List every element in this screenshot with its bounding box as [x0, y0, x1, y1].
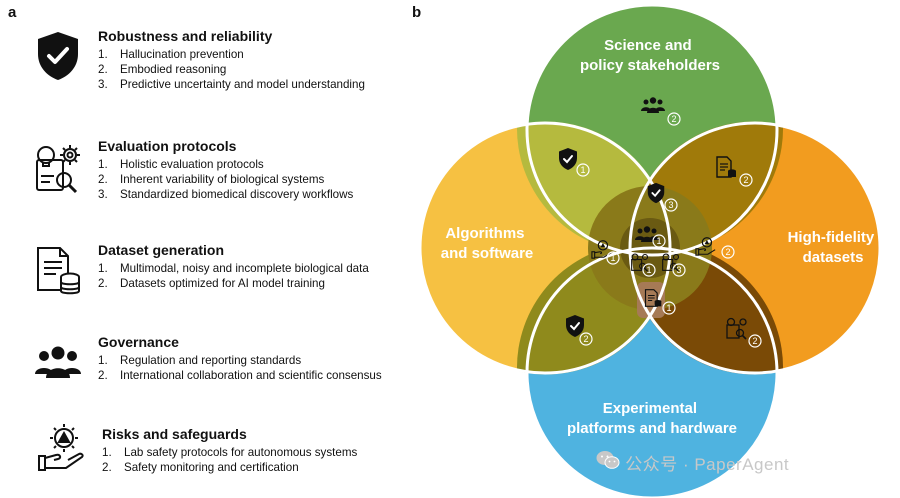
panel-label-b: b — [412, 4, 422, 21]
label-algorithms-line2: and software — [441, 245, 534, 262]
badge-policy-datasets: 2 — [716, 156, 753, 187]
section-title: Governance — [98, 334, 179, 350]
svg-text:Algorithms and software: Algorithms and software — [441, 225, 534, 262]
svg-text:1: 1 — [580, 165, 585, 175]
label-datasets-line1: High-fidelity — [788, 229, 875, 246]
section-title: Evaluation protocols — [98, 138, 237, 154]
svg-text:3: 3 — [676, 265, 681, 275]
venn-diagram: Science and policy stakeholders Algorith… — [418, 3, 882, 498]
svg-text:2: 2 — [752, 336, 757, 346]
wechat-icon — [596, 450, 620, 475]
section-title: Dataset generation — [98, 242, 225, 258]
svg-text:High-fidelity datasets: High-fidelity datasets — [788, 229, 879, 266]
list-item: 1.Lab safety protocols for autonomous sy… — [102, 446, 358, 459]
watermark-text: 公众号 · PaperAgent — [625, 455, 790, 474]
svg-text:1: 1 — [610, 253, 615, 263]
badge-policy-algorithms: 1 — [558, 147, 590, 177]
dataset-icon — [32, 244, 84, 296]
list-item: 1.Holistic evaluation protocols — [98, 158, 264, 171]
svg-text:1: 1 — [666, 303, 671, 313]
badge-center-low: 1 — [631, 253, 656, 277]
section-title: Risks and safeguards — [102, 426, 247, 442]
svg-text:2: 2 — [671, 114, 676, 124]
label-policy-line1: Science and — [604, 37, 692, 54]
svg-text:3: 3 — [668, 200, 673, 210]
list-item: 1.Hallucination prevention — [98, 48, 244, 61]
list-item: 3.Standardized biomedical discovery work… — [98, 188, 354, 201]
svg-text:2: 2 — [583, 334, 588, 344]
badge-right-mid: 2 — [695, 237, 735, 259]
people-group-icon — [32, 338, 84, 390]
badge-bottom-center: 1 — [644, 289, 676, 315]
svg-text:Experimental platforms and: Experimental platforms and hardware — [567, 400, 737, 437]
badge-center: 1 — [635, 226, 666, 248]
badge-center-right: 3 — [662, 253, 686, 277]
list-item: 1.Regulation and reporting standards — [98, 354, 302, 367]
section-title: Robustness and reliability — [98, 28, 273, 44]
svg-text:1: 1 — [656, 236, 661, 246]
badge-triple-top: 3 — [646, 182, 678, 212]
svg-text:1: 1 — [646, 265, 651, 275]
svg-text:2: 2 — [743, 175, 748, 185]
label-experimental-line1: Experimental — [603, 400, 697, 417]
shield-check-icon — [32, 30, 84, 82]
badge-policy: 2 — [641, 97, 681, 126]
label-datasets-line2: datasets — [803, 249, 864, 266]
label-policy-line2: policy stakeholders — [580, 57, 720, 74]
badge-datasets-experimental: 2 — [726, 317, 762, 348]
list-item: 2.International collaboration and scient… — [98, 369, 382, 382]
panel-label-a: a — [8, 4, 17, 21]
evaluation-icon — [32, 142, 84, 194]
list-item: 2.Datasets optimized for AI model traini… — [98, 277, 325, 290]
watermark: 公众号 · PaperAgent — [596, 450, 789, 475]
badge-algorithms-experimental: 2 — [565, 314, 593, 346]
list-item: 2.Safety monitoring and certification — [102, 461, 299, 474]
risk-hand-icon — [36, 422, 88, 474]
list-item: 1.Multimodal, noisy and incomplete biolo… — [98, 262, 369, 275]
badge-left-mid: 1 — [591, 240, 620, 265]
list-item: 3.Predictive uncertainty and model under… — [98, 78, 365, 91]
svg-text:2: 2 — [725, 247, 730, 257]
label-algorithms-line1: Algorithms — [445, 225, 524, 242]
svg-text:Science and policy stakeho: Science and policy stakeholders — [580, 37, 720, 74]
list-item: 2.Embodied reasoning — [98, 63, 227, 76]
label-experimental-line2: platforms and hardware — [567, 420, 737, 437]
list-item: 2.Inherent variability of biological sys… — [98, 173, 325, 186]
